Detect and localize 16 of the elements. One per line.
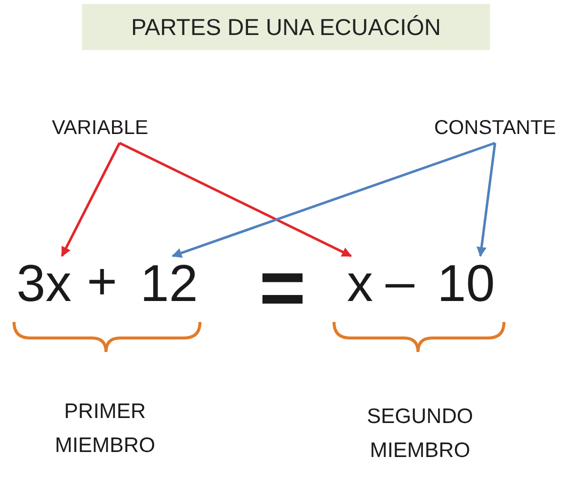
plus-sign: + [86,256,118,308]
arrow [60,142,121,257]
equation-term: 10 [430,256,502,312]
term-label: VARIABLE [35,113,165,143]
equals-sign: = [258,248,307,328]
minus-sign: – [384,256,416,308]
arrow [476,142,496,257]
equation-term: x [342,256,378,312]
equation-term: 3x [8,256,80,312]
title: PARTES DE UNA ECUACIÓN [82,4,490,50]
arrow [172,142,496,258]
member-label: SEGUNDO MIEMBRO [366,404,474,464]
term-label: CONSTANTE [425,113,565,143]
arrow [118,142,352,258]
member-label: PRIMER MIEMBRO [54,399,156,459]
equation-term: 12 [133,256,205,312]
